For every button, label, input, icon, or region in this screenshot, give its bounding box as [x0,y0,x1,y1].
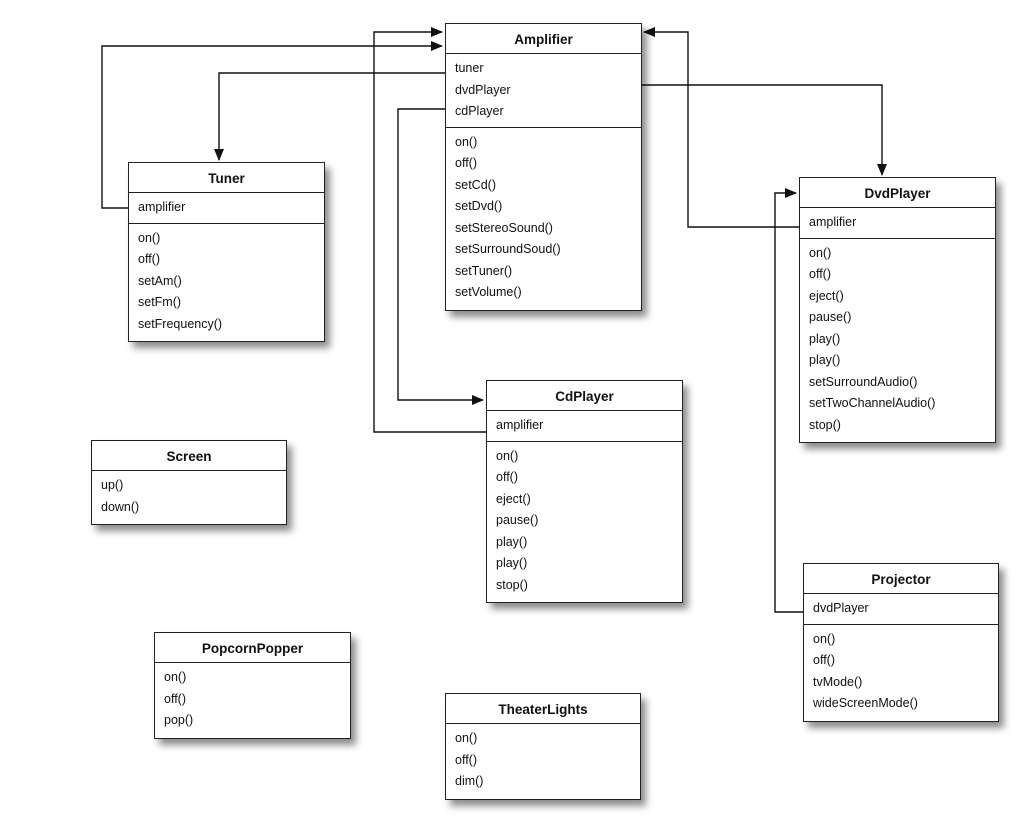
dvdplayer-to-amplifier-connector [643,27,799,228]
cdplayer-to-amplifier-connector [373,27,486,433]
method: tvMode() [813,674,863,689]
method-list: up() down() [92,470,286,524]
class-amplifier: Amplifier tuner dvdPlayer cdPlayer on() … [445,23,642,311]
method: setFrequency() [138,316,223,331]
method: off() [809,267,831,281]
method: on() [455,134,478,149]
method: dim() [455,774,484,788]
attribute: dvdPlayer [455,82,511,97]
method: setSurroundAudio() [809,374,918,389]
method: on() [455,731,478,745]
method: on() [813,631,836,646]
class-name: TheaterLights [498,702,588,717]
method: off() [455,156,477,170]
method: pop() [164,713,194,727]
method-list: on() off() setCd() setDvd() setStereoSou… [446,126,641,310]
class-theaterlights: TheaterLights on() off() dim() [445,693,641,800]
attribute: cdPlayer [455,104,504,118]
method: off() [496,470,518,484]
method: setFm() [138,295,182,309]
method: on() [138,230,161,245]
attribute: amplifier [138,200,186,214]
class-name: Amplifier [514,32,573,47]
class-name: Projector [871,572,931,587]
method-list: on() off() eject() pause() play() play()… [800,237,995,443]
attribute: tuner [455,61,484,75]
class-projector: Projector dvdPlayer on() off() tvMode() … [803,563,999,722]
method: pause() [496,513,539,527]
attribute-list: amplifier [800,207,995,238]
method: on() [164,670,187,684]
method: setTuner() [455,263,513,278]
method: eject() [496,491,531,506]
attribute: amplifier [809,215,857,229]
class-name: PopcornPopper [201,641,304,656]
method: play() [809,331,841,346]
method: setSurroundSoud() [455,242,561,256]
class-popcornpopper: PopcornPopper on() off() pop() [154,632,351,739]
method-list: on() off() tvMode() wideScreenMode() [804,623,998,721]
amplifier-to-cdplayer-connector [397,108,484,405]
method: play() [496,556,528,570]
method-list: on() off() setAm() setFm() setFrequency(… [129,222,324,342]
amplifier-to-dvdplayer-connector [640,84,887,176]
method-list: on() off() pop() [155,662,350,738]
method: stop() [496,577,528,592]
attribute-list: amplifier [487,410,682,441]
method: down() [101,499,140,514]
method: setDvd() [455,199,503,213]
class-screen: Screen up() down() [91,440,287,525]
attribute-list: dvdPlayer [804,593,998,624]
method: wideScreenMode() [813,696,918,710]
class-name: CdPlayer [555,389,614,404]
method: eject() [809,288,844,303]
tuner-to-amplifier-connector [101,41,443,209]
method: stop() [809,417,841,432]
class-cdplayer: CdPlayer amplifier on() off() eject() pa… [486,380,683,603]
attribute: amplifier [496,418,544,432]
attribute-list: amplifier [129,192,324,223]
method: play() [496,534,528,549]
method: off() [138,252,160,266]
attribute: dvdPlayer [813,601,869,615]
attribute-list: tuner dvdPlayer cdPlayer [446,53,641,127]
method: off() [164,691,186,706]
method-list: on() off() dim() [446,723,640,799]
method: setTwoChannelAudio() [809,396,936,410]
class-name: Screen [166,449,212,464]
method: on() [809,245,832,260]
method: setCd() [455,177,496,192]
class-name: DvdPlayer [864,186,931,201]
projector-to-dvdplayer-connector [774,188,803,613]
class-dvdplayer: DvdPlayer amplifier on() off() eject() p… [799,177,996,443]
method: setAm() [138,273,182,288]
method: off() [455,752,477,767]
method: pause() [809,310,852,324]
amplifier-to-tuner-connector [214,72,445,161]
method: on() [496,448,519,463]
method-list: on() off() eject() pause() play() play()… [487,440,682,603]
method: up() [101,478,124,492]
method: setStereoSound() [455,220,553,235]
method: play() [809,353,841,367]
method: setVolume() [455,285,522,299]
method: off() [813,653,835,667]
class-tuner: Tuner amplifier on() off() setAm() setFm… [128,162,325,342]
class-name: Tuner [208,171,245,186]
